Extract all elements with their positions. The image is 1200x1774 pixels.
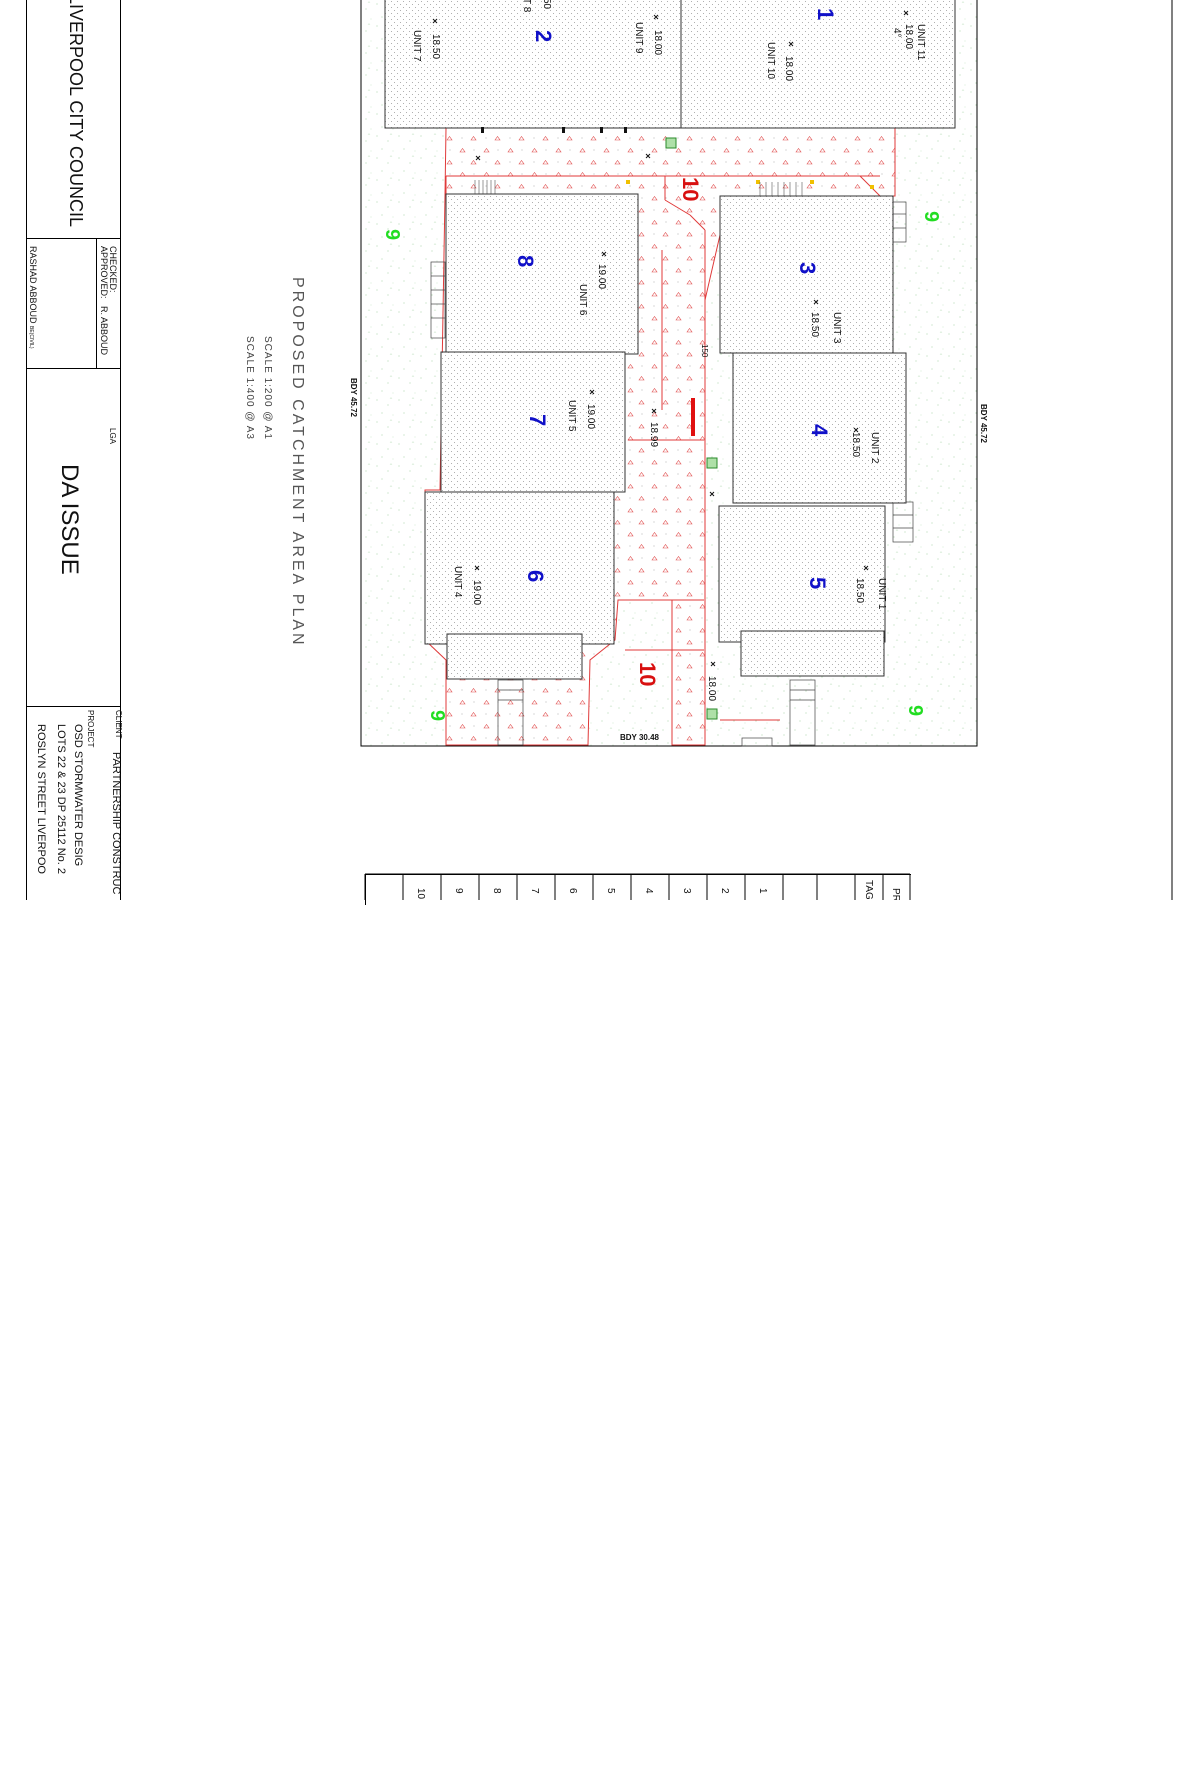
unit-label: UNIT 11 [915,24,926,61]
unit-label: UNIT 5 [566,400,577,432]
table-header: TAG [863,880,874,900]
table-cell: 5 [605,888,616,894]
building-number-3: 3 [795,262,820,274]
table-cell: 6 [567,888,578,894]
table-cell: 4 [643,888,654,894]
partial-value: 50 [541,0,552,10]
unit-label: UNIT 1 [876,578,887,610]
unit-label: UNIT 9 [633,22,644,54]
zone-label-driveway: 10 [635,662,660,686]
building-number-1: 1 [813,8,838,20]
building-number-4: 4 [807,424,832,437]
site-plan [360,0,978,747]
zone-label-pervious: 9 [904,705,926,716]
building-number-6: 6 [523,570,548,582]
unit-label: UNIT 10 [765,42,776,79]
unit-level: 18.00 [903,24,914,49]
boundary-bottom: BDY 30.48 [620,733,660,742]
building-number-2: 2 [531,30,556,42]
table-cell: 2 [719,888,730,894]
unit-level: 18.50 [854,578,865,603]
pipe-size: 150 [700,344,709,358]
table-cell: 8 [491,888,502,894]
unit-label: UNIT 3 [831,312,842,344]
unit-level: 18.50 [430,34,441,59]
angle-label: 4° [891,28,902,38]
table-cell: 9 [453,888,464,894]
boundary-right: BDY 45.72 [979,404,988,444]
building-number-8: 8 [513,255,538,267]
building-number-5: 5 [805,577,830,589]
boundary-left: BDY 45.72 [349,378,358,418]
building-number-7: 7 [525,414,550,426]
zone-label-driveway: 10 [678,177,703,201]
unit-level: 18.00 [783,56,794,81]
building-footprints [384,0,956,680]
unit-level: 19.00 [596,264,607,289]
unit-label: UNIT 6 [577,284,588,316]
zone-label-pervious: 9 [381,229,403,240]
unit-label: UNIT 4 [452,566,463,598]
building-labels: 1 2 3 4 5 6 7 8 UNIT 10 18.00 UNIT 9 18.… [349,0,988,742]
unit-label-partial: T 8 [521,0,532,13]
unit-level: 19.00 [585,404,596,429]
table-cell: 3 [681,888,692,894]
zone-label-pervious: 9 [920,211,942,222]
spot-level: 18.00 [706,676,717,701]
zone-label-pervious: 9 [426,710,448,721]
unit-level: 18.50 [850,432,861,457]
table-header: PR [890,888,901,900]
title-block: LIVERPOOL CITY COUNCIL CHECKED: APPROVED… [0,0,125,900]
table-cell: 1 [757,888,768,894]
register-grid: PR TAG 1 2 3 4 5 6 7 8 9 10 [364,0,1173,900]
unit-level: 19.00 [471,580,482,605]
unit-level: 18.00 [652,30,663,55]
table-cell: 7 [529,888,540,894]
table-cell: 10 [415,888,426,900]
unit-label: UNIT 2 [869,432,880,464]
spot-level: 18.99 [648,422,659,447]
unit-level: 18.50 [809,312,820,337]
unit-label: UNIT 7 [411,30,422,62]
